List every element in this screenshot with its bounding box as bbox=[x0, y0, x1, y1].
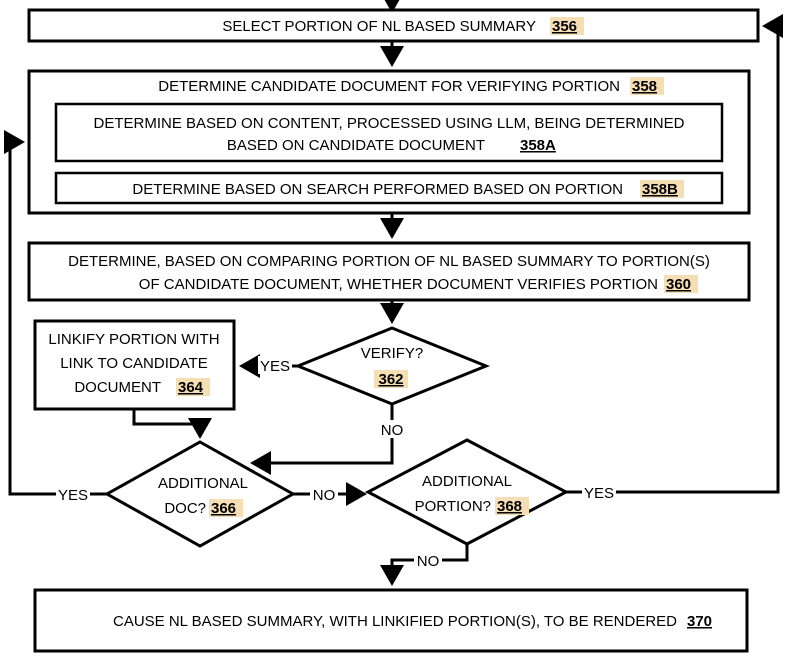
ref-358b-highlight bbox=[640, 180, 684, 198]
node-368-line1: ADDITIONAL bbox=[422, 473, 512, 490]
ref-358a: 358A bbox=[520, 137, 556, 154]
node-364-line3: DOCUMENT bbox=[74, 379, 161, 396]
node-358b-label: DETERMINE BASED ON SEARCH PERFORMED BASE… bbox=[132, 181, 623, 198]
node-358a-line2: BASED ON CANDIDATE DOCUMENT bbox=[227, 137, 485, 154]
node-366: ADDITIONAL DOC? 366 bbox=[103, 440, 297, 548]
ref-362-highlight bbox=[374, 370, 408, 388]
node-358b: DETERMINE BASED ON SEARCH PERFORMED BASE… bbox=[54, 171, 724, 205]
ref-366: 366 bbox=[211, 500, 236, 517]
node-362: VERIFY? 362 bbox=[293, 326, 491, 406]
ref-356: 356 bbox=[552, 18, 577, 35]
ref-366-highlight bbox=[209, 499, 243, 517]
edge-368-356 bbox=[566, 14, 783, 494]
node-368: ADDITIONAL PORTION? 368 bbox=[364, 438, 570, 546]
ref-362: 362 bbox=[378, 371, 403, 388]
ref-368: 368 bbox=[497, 498, 522, 515]
ref-360-highlight bbox=[664, 275, 698, 293]
node-358-label: DETERMINE CANDIDATE DOCUMENT FOR VERIFYI… bbox=[158, 78, 620, 95]
node-364-line2: LINK TO CANDIDATE bbox=[60, 355, 208, 372]
node-356-label: SELECT PORTION OF NL BASED SUMMARY bbox=[222, 18, 536, 35]
ref-364-highlight bbox=[176, 378, 210, 396]
ref-358: 358 bbox=[632, 78, 657, 95]
ref-360: 360 bbox=[666, 276, 691, 293]
edge-362-366 bbox=[250, 404, 394, 475]
node-364: LINKIFY PORTION WITH LINK TO CANDIDATE D… bbox=[33, 319, 236, 411]
node-356: SELECT PORTION OF NL BASED SUMMARY 356 bbox=[27, 8, 760, 43]
node-360-line1: DETERMINE, BASED ON COMPARING PORTION OF… bbox=[68, 253, 710, 270]
node-362-label: VERIFY? bbox=[361, 345, 424, 362]
node-368-line2: PORTION? bbox=[415, 498, 491, 515]
ref-356-highlight bbox=[550, 17, 584, 35]
node-366-line1: ADDITIONAL bbox=[158, 475, 248, 492]
ref-358b: 358B bbox=[642, 181, 678, 198]
ref-364: 364 bbox=[178, 379, 204, 396]
ref-370: 370 bbox=[687, 613, 712, 630]
label-yes-368: YES bbox=[584, 485, 614, 502]
node-360-line2: OF CANDIDATE DOCUMENT, WHETHER DOCUMENT … bbox=[139, 276, 658, 293]
node-358a-line1: DETERMINE BASED ON CONTENT, PROCESSED US… bbox=[94, 115, 685, 132]
node-358a: DETERMINE BASED ON CONTENT, PROCESSED US… bbox=[54, 102, 724, 163]
label-yes-366: YES bbox=[58, 487, 88, 504]
node-360: DETERMINE, BASED ON COMPARING PORTION OF… bbox=[27, 241, 751, 302]
label-no-362: NO bbox=[381, 422, 404, 439]
edge-364-366 bbox=[132, 409, 212, 439]
ref-368-highlight bbox=[495, 497, 529, 515]
node-364-line1: LINKIFY PORTION WITH bbox=[48, 331, 219, 348]
label-no-368: NO bbox=[417, 553, 440, 570]
node-366-line2: DOC? bbox=[164, 500, 206, 517]
node-370: CAUSE NL BASED SUMMARY, WITH LINKIFIED P… bbox=[33, 588, 749, 653]
node-370-label: CAUSE NL BASED SUMMARY, WITH LINKIFIED P… bbox=[113, 613, 677, 630]
node-358: DETERMINE CANDIDATE DOCUMENT FOR VERIFYI… bbox=[27, 69, 751, 215]
label-yes-362: YES bbox=[260, 358, 290, 375]
ref-358-highlight bbox=[630, 77, 664, 95]
label-no-366: NO bbox=[313, 487, 336, 504]
